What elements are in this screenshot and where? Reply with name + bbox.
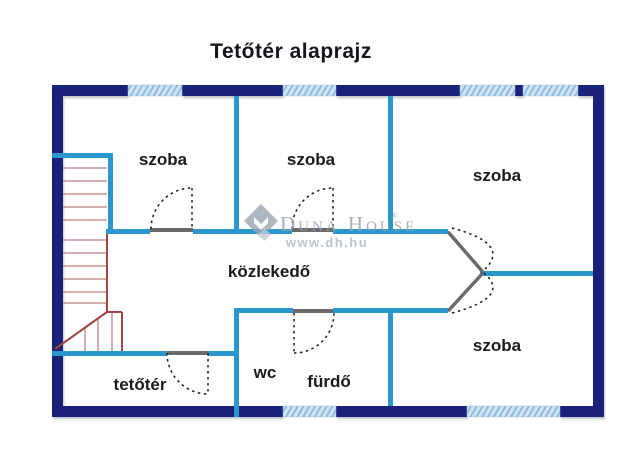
page-title: Tetőtér alaprajz [210, 40, 372, 63]
double-door-leaves [447, 231, 484, 312]
door-leaf [150, 228, 333, 355]
room-label-tetoter: tetőtér [114, 375, 167, 394]
door-symbols [150, 187, 494, 395]
room-label-wc: wc [253, 363, 277, 382]
watermark: Duna House ® www.dh.hu [244, 204, 417, 250]
room-label-kozlekedo: közlekedő [228, 262, 310, 281]
window-icon [282, 84, 337, 97]
watermark-registered-mark: ® [391, 211, 397, 220]
window-icon [522, 84, 579, 97]
outer-walls [52, 85, 604, 417]
room-label-szoba-top-left: szoba [139, 150, 188, 169]
watermark-logo-icon [244, 204, 278, 241]
door-swing-arcs [150, 187, 494, 395]
window-icon [459, 84, 516, 97]
room-labels: szoba szoba szoba közlekedő szoba tetőté… [114, 150, 522, 394]
room-label-szoba-top-right: szoba [473, 166, 522, 185]
room-label-furdo: fürdő [307, 372, 350, 391]
window-icon [466, 405, 561, 418]
room-label-szoba-bottom-right: szoba [473, 336, 522, 355]
window-icon [127, 84, 183, 97]
room-label-szoba-top-middle: szoba [287, 150, 336, 169]
watermark-url-text: www.dh.hu [285, 235, 368, 250]
stairs-symbol [54, 167, 123, 351]
window-icon [282, 405, 337, 418]
window-symbols [127, 84, 579, 418]
watermark-brand-text: Duna House [280, 212, 417, 236]
interior-walls [52, 96, 593, 417]
